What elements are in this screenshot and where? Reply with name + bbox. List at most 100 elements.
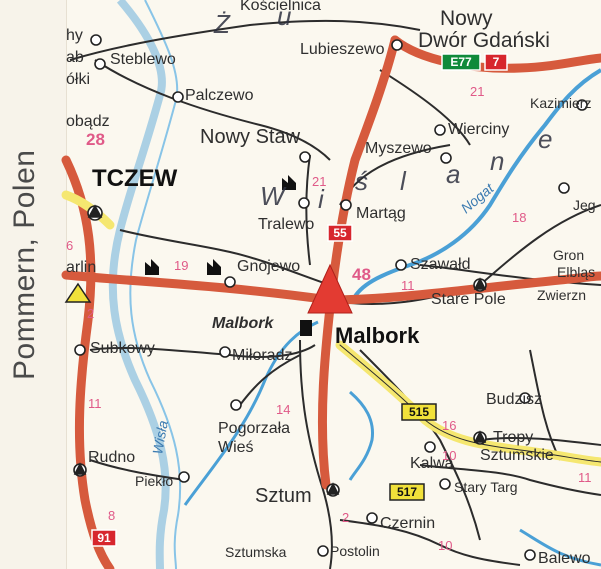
junction-yellow-triangle (64, 282, 92, 303)
place-czernin: Czernin (380, 515, 435, 532)
place-kazimierz: Kazimierz (530, 95, 591, 111)
river-label-nogat: Nogat (458, 179, 498, 216)
km-mark: 2 (342, 510, 349, 525)
malbork-marker[interactable] (307, 263, 353, 314)
place-palczewo: Palczewo (185, 87, 254, 104)
place-steblewo: Steblewo (110, 51, 176, 68)
road-sign-517 (389, 483, 425, 501)
place-gron: Gron (553, 247, 584, 263)
place-kos: Kościelnica (240, 0, 321, 14)
place-sztumskie: Sztumskie (480, 447, 554, 464)
place-rudno: Rudno (88, 449, 135, 466)
road-sign-e77-label: E77 (450, 55, 472, 69)
place-budzisz: Budzisz (486, 391, 542, 408)
route-48-label: 48 (352, 265, 371, 284)
place-arlin: arlin (66, 259, 96, 276)
road-sign-7 (484, 53, 508, 71)
road-sign-55-label: 55 (333, 226, 347, 240)
place-wierciny: Wierciny (448, 121, 509, 138)
area-letter-e: e (538, 124, 552, 154)
place-elblas: Elbląs (557, 264, 595, 280)
castle-icon (300, 320, 312, 336)
km-mark: 21 (470, 84, 484, 99)
region-sidebar: Pommern, Polen (0, 0, 67, 569)
river-bay (348, 390, 375, 481)
place-sztumska: Sztumska (225, 544, 287, 560)
place-malbork-city: Malbork (335, 323, 420, 348)
factory-icon (207, 259, 221, 275)
km-mark: 6 (66, 238, 73, 253)
place-pieklo: Piekło (135, 473, 173, 489)
place-kalwa: Kalwa (410, 455, 454, 472)
km-mark: 11 (88, 396, 102, 411)
area-letter-n: n (490, 146, 504, 176)
road-signs: E77 7 55 515 517 91 (91, 53, 508, 547)
factory-icon (282, 175, 296, 190)
place-balewo: Balewo (538, 550, 591, 567)
place-myszewo: Myszewo (365, 140, 432, 157)
road-sign-91 (91, 529, 117, 547)
place-subkowy: Subkowy (90, 340, 155, 357)
factory-icons (145, 175, 296, 275)
km-mark: 21 (312, 174, 326, 189)
town-markers (74, 34, 588, 561)
km-mark: 8 (108, 508, 115, 523)
area-letter-l: l (400, 166, 407, 196)
km-mark: 10 (442, 448, 456, 463)
km-labels: 21 28 21 18 6 19 11 2 11 14 16 10 11 8 2… (66, 84, 592, 553)
area-letter-u: u (277, 1, 291, 31)
river-wisla (108, 0, 170, 569)
place-nowy-staw: Nowy Staw (200, 126, 301, 148)
km-mark: 14 (276, 402, 290, 417)
road-sign-91-label: 91 (97, 531, 111, 545)
river-east (519, 528, 601, 567)
place-dwor: Dwór Gdański (418, 29, 550, 52)
factory-icon (145, 259, 159, 275)
place-labels: Kościelnica Nowy Dwór Gdański hy ab Steb… (66, 0, 596, 567)
place-szawald: Szawałd (410, 256, 470, 273)
km-mark: 19 (174, 258, 188, 273)
place-tralewo: Tralewo (258, 216, 314, 233)
place-zwierzn: Zwierzn (537, 287, 586, 303)
road-sign-55 (327, 224, 353, 242)
area-letter-a: a (446, 159, 460, 189)
place-wies: Wieś (218, 439, 254, 456)
place-stare-pole: Stare Pole (431, 291, 506, 308)
place-jeg: Jeg (573, 197, 596, 213)
place-nowy: Nowy (440, 7, 493, 30)
river-liwa (183, 320, 319, 506)
km-mark: 16 (442, 418, 456, 433)
road-sign-7-label: 7 (493, 55, 500, 69)
road-sign-517-label: 517 (397, 485, 417, 499)
km-mark: 18 (512, 210, 526, 225)
road-sign-515-label: 515 (409, 405, 429, 419)
place-tczew: TCZEW (92, 165, 178, 192)
road-515 (335, 340, 601, 467)
road-515-edge (339, 344, 601, 463)
road-22 (61, 270, 601, 305)
place-martag: Martąg (356, 205, 406, 222)
km-mark: 11 (578, 470, 592, 485)
place-miloradz: Miłoradz (232, 347, 292, 364)
place-lubieszewo: Lubieszewo (300, 41, 385, 58)
area-letter-s: ś (355, 166, 368, 196)
road-55 (317, 35, 400, 490)
place-stary-targ: Stary Targ (454, 479, 518, 495)
road-sign-515 (401, 403, 437, 421)
km-mark: 28 (86, 130, 105, 149)
area-labels: Ż u W i ś l a e n (213, 1, 552, 214)
place-tropy: Tropy (493, 429, 533, 446)
road-7 (390, 35, 601, 73)
place-olki: ółki (66, 71, 90, 88)
road-sign-e77 (441, 53, 481, 71)
place-sztum: Sztum (255, 485, 312, 507)
km-mark: 2 (87, 306, 94, 321)
place-malbork-castle: Malbork (212, 315, 274, 332)
place-postolin: Postolin (330, 543, 380, 559)
area-letter-i: i (318, 184, 325, 214)
place-ab: ab (66, 49, 84, 66)
junction-markers (73, 204, 487, 497)
river-nogat (351, 68, 601, 301)
